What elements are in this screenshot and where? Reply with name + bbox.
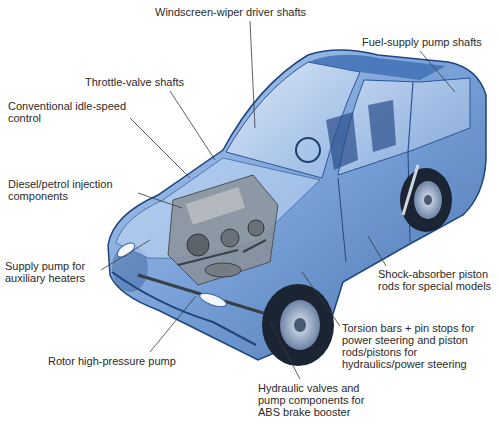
part-label: Rotor high-pressure pump	[48, 355, 193, 367]
part-label: Supply pump for auxiliary heaters	[5, 260, 99, 284]
part-label: Fuel-supply pump shafts	[362, 36, 496, 48]
part-label: Shock-absorber piston rods for special m…	[378, 268, 496, 292]
part-label: Torsion bars + pin stops for power steer…	[342, 322, 496, 370]
car-body	[108, 50, 486, 366]
part-label: Windscreen-wiper driver shafts	[155, 6, 350, 18]
part-label: Diesel/petrol injection components	[8, 178, 135, 202]
part-label: Throttle-valve shafts	[85, 76, 220, 88]
part-label: Hydraulic valves and pump components for…	[258, 382, 380, 418]
part-label: Conventional idle-speed control	[8, 100, 128, 124]
engine	[168, 175, 278, 285]
